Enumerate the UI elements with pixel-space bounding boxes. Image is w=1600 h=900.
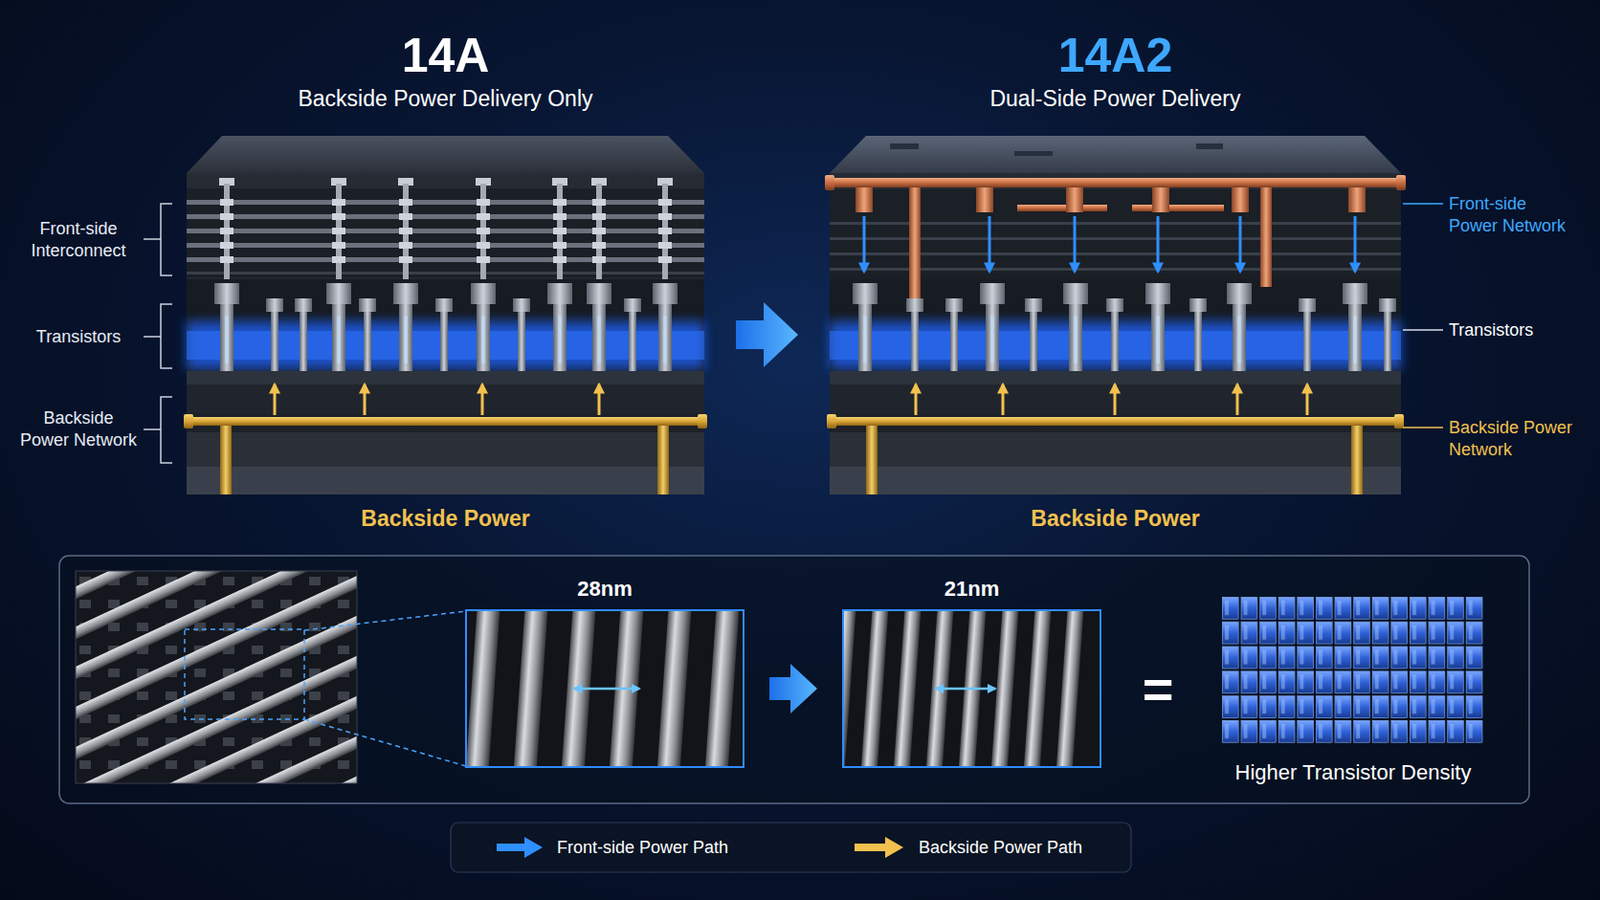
flow-arrow [769,664,818,714]
panel-title: 14A [181,26,710,85]
density-label: Higher Transistor Density [1204,760,1502,786]
layer-label: Transistors [17,326,140,349]
process-panel: 14A2Dual-Side Power DeliveryBackside Pow… [824,19,1406,541]
zoom-image: 28nm [461,574,749,768]
layer-label: Backside Power Network [1448,417,1576,461]
flow-arrow [735,302,799,368]
layer-label: = [1134,656,1181,724]
chip-14a [183,135,708,495]
density-grid: Higher Transistor Density [1204,596,1502,788]
legend-text: Front-side Power Path [556,822,729,873]
layer-label: Front-side Interconnect [17,218,140,262]
legend-text: Backside Power Path [918,822,1083,873]
panel-subtitle: Backside Power Delivery Only [181,86,710,113]
pitch-label: 21nm [838,577,1106,602]
layer-label: Backside Power Network [17,407,140,451]
panel-footer: Backside Power [824,506,1406,534]
scaling-panel [0,398,1530,900]
panel-footer: Backside Power [181,506,710,534]
layer-label: Front-side Power Network [1448,193,1576,237]
leader-lines [143,203,1444,464]
panel-title: 14A2 [824,26,1406,85]
zoom-image: 21nm [838,574,1106,768]
pitch-label: 28nm [461,577,749,602]
legend: Front-side Power Path Backside Power Path [450,822,1132,873]
chip-14a2 [824,135,1406,495]
legend-box [450,822,1132,873]
panel-subtitle: Dual-Side Power Delivery [824,86,1406,113]
process-panel: 14ABackside Power Delivery OnlyBackside … [181,19,710,541]
layer-label: Transistors [1448,319,1576,342]
